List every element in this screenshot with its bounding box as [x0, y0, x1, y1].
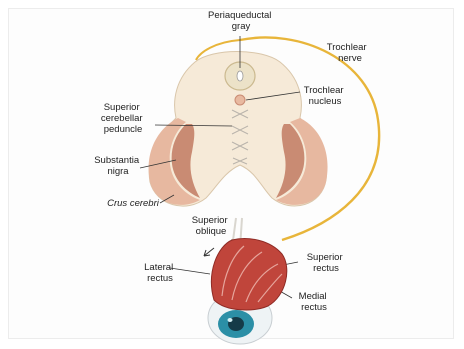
cerebral-aqueduct — [237, 71, 243, 81]
label-lateral-rectus: Lateral rectus — [144, 262, 176, 284]
label-periaqueductal-gray: Periaqueductal gray — [208, 10, 274, 32]
label-superior-oblique: Superior oblique — [192, 215, 231, 237]
muscle-bundle — [211, 239, 286, 310]
label-superior-rectus: Superior rectus — [307, 252, 346, 274]
label-medial-rectus: Medial rectus — [299, 291, 330, 313]
label-trochlear-nucleus: Trochlear nucleus — [304, 85, 346, 107]
label-substantia-nigra: Substantia nigra — [94, 155, 142, 177]
label-trochlear-nerve: Trochlear nerve — [327, 42, 369, 64]
eyeball-group — [204, 239, 287, 344]
label-crus-cerebri: Crus cerebri — [107, 198, 160, 209]
trochlear-nucleus-dot — [235, 95, 245, 105]
label-superior-cerebellar-peduncle: Superior cerebellar peduncle — [101, 102, 145, 135]
